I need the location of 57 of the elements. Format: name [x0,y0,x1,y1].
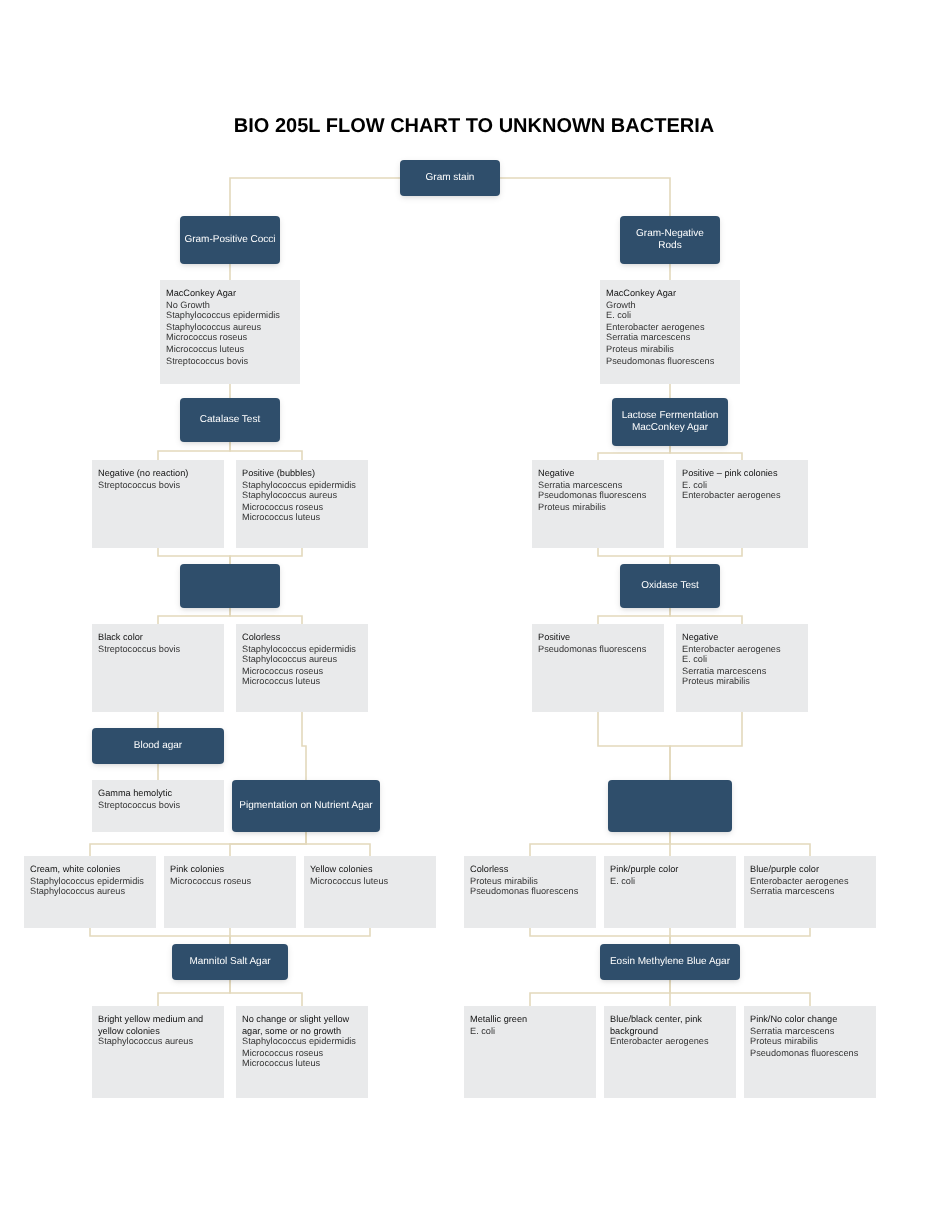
result-box [160,280,300,384]
test-box [620,216,720,264]
test-box [172,944,288,980]
result-box [304,856,436,928]
result-box [676,460,808,548]
connector-line [229,979,303,1007]
connector-line [669,979,811,1007]
result-box [604,856,736,928]
connector-line [157,711,159,729]
result-box [744,856,876,928]
result-box [532,460,664,548]
result-box [164,856,296,928]
test-box [180,216,280,264]
connector-line [669,547,743,565]
connector-line [229,177,401,217]
result-box [92,460,224,548]
connector-line [229,441,303,461]
result-box [92,624,224,712]
result-box [600,280,740,384]
result-box [92,780,224,832]
connector-line [669,607,743,625]
connector-line [669,831,811,857]
result-box [464,1006,596,1098]
connector-line [669,927,811,945]
chart-title: BIO 205L FLOW CHART TO UNKNOWN BACTERIA [231,114,717,142]
test-box [180,564,280,608]
connector-line [229,263,231,281]
result-box [604,1006,736,1098]
connector-line [669,711,743,781]
connector-line [301,711,307,781]
result-box [92,1006,224,1098]
test-box [600,944,740,980]
test-box [608,780,732,832]
connector-line [229,383,231,399]
result-box [676,624,808,712]
result-box [236,624,368,712]
result-box [24,856,156,928]
test-box [180,398,280,442]
connector-line [669,263,671,281]
connector-line [499,177,671,217]
result-box [236,1006,368,1098]
connector-line [229,607,303,625]
result-box [236,460,368,548]
result-box [532,624,664,712]
connector-line [229,547,303,565]
test-box [92,728,224,764]
test-box [232,780,380,832]
result-box [464,856,596,928]
connector-line [669,445,743,461]
test-box [400,160,500,196]
result-box [744,1006,876,1098]
test-box [612,398,728,446]
connector-line [157,763,159,781]
test-box [620,564,720,608]
connector-line [669,383,671,399]
connector-line [229,927,371,945]
connector-line [305,831,371,857]
